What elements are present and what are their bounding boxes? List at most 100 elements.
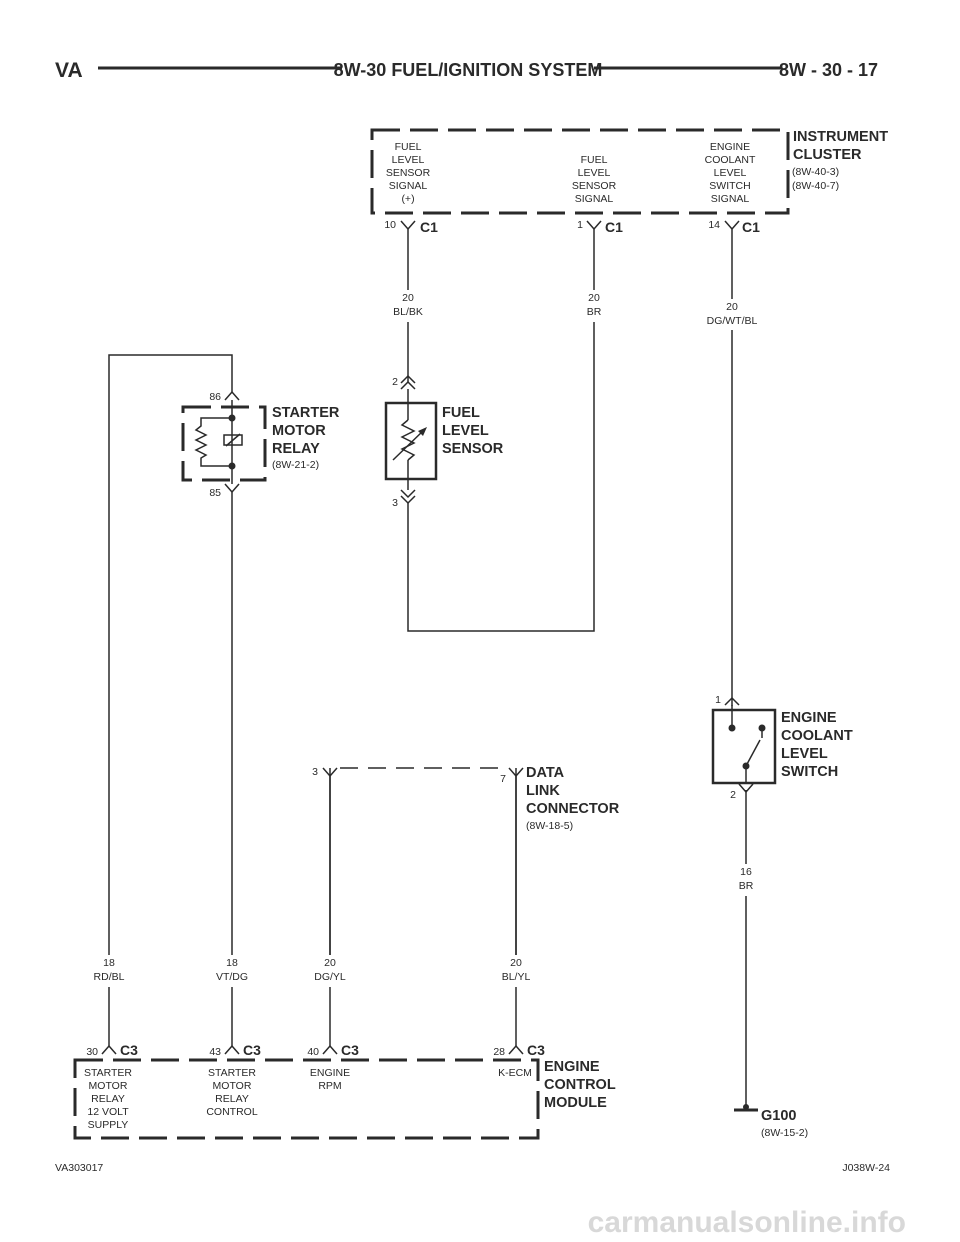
ecm-pin-40: 40 C3 <box>307 1042 359 1058</box>
relay-boundary <box>181 405 267 482</box>
svg-text:(8W-18-5): (8W-18-5) <box>526 820 573 832</box>
svg-text:20: 20 <box>726 301 738 313</box>
instrument-cluster-signal-3: ENGINE COOLANT LEVEL SWITCH SIGNAL <box>705 141 756 205</box>
svg-text:STARTER: STARTER <box>208 1067 256 1079</box>
svg-text:RPM: RPM <box>318 1080 341 1092</box>
svg-text:LINK: LINK <box>526 783 560 799</box>
svg-text:(8W-15-2): (8W-15-2) <box>761 1127 808 1139</box>
svg-text:BL/YL: BL/YL <box>502 971 531 983</box>
svg-text:SIGNAL: SIGNAL <box>575 193 614 205</box>
svg-text:FUEL: FUEL <box>442 405 480 421</box>
instrument-cluster-ref-1: (8W-40-3) <box>792 166 839 178</box>
svg-text:SWITCH: SWITCH <box>781 764 838 780</box>
header-page-number: 8W - 30 - 17 <box>779 60 878 80</box>
instrument-cluster-name-1: INSTRUMENT <box>793 129 888 145</box>
svg-text:C3: C3 <box>243 1042 261 1058</box>
connector-male-symbol <box>724 696 740 706</box>
starter-motor-relay: 86 85 STARTER MOTOR RELAY (8W-21-2) <box>181 390 340 499</box>
connector-male-symbol <box>322 1044 338 1055</box>
instrument-cluster-ref-2: (8W-40-7) <box>792 180 839 192</box>
connector-male-symbol <box>400 374 416 384</box>
svg-text:SUPPLY: SUPPLY <box>88 1119 129 1131</box>
svg-text:C1: C1 <box>420 219 438 235</box>
svg-text:ENGINE: ENGINE <box>710 141 750 153</box>
wire-dg-wt-bl: 20 DG/WT/BL <box>707 229 758 706</box>
svg-text:MODULE: MODULE <box>544 1095 607 1111</box>
wire-br-ground: 16 BR <box>739 790 754 1108</box>
svg-text:FUEL: FUEL <box>395 141 422 153</box>
svg-text:SENSOR: SENSOR <box>572 180 617 192</box>
svg-text:SIGNAL: SIGNAL <box>711 193 750 205</box>
svg-text:BR: BR <box>739 880 754 892</box>
svg-text:C3: C3 <box>120 1042 138 1058</box>
wire-br-fuel: 20 BR <box>407 229 602 632</box>
svg-text:86: 86 <box>209 391 221 403</box>
svg-text:MOTOR: MOTOR <box>89 1080 128 1092</box>
svg-text:(+): (+) <box>401 193 414 205</box>
engine-coolant-level-switch: 1 2 ENGINE COOLANT LEVEL SWITCH <box>711 694 853 801</box>
svg-text:RELAY: RELAY <box>91 1093 125 1105</box>
instrument-cluster-pin-14: 14 C1 <box>708 219 760 235</box>
svg-text:30: 30 <box>86 1046 98 1058</box>
svg-text:MOTOR: MOTOR <box>213 1080 252 1092</box>
svg-text:STARTER: STARTER <box>272 405 340 421</box>
footer-right: J038W-24 <box>842 1162 890 1174</box>
footer-left: VA303017 <box>55 1162 103 1174</box>
engine-control-module: ENGINE CONTROL MODULE 30 C3 43 C3 40 C3 … <box>73 1042 616 1140</box>
connector-female-symbol <box>224 483 240 494</box>
svg-text:G100: G100 <box>761 1108 796 1124</box>
ecm-signal-1: STARTER MOTOR RELAY 12 VOLT SUPPLY <box>84 1067 132 1131</box>
ecm-pin-30: 30 C3 <box>86 1042 138 1058</box>
svg-text:LEVEL: LEVEL <box>714 167 747 179</box>
instrument-cluster-signal-1: FUEL LEVEL SENSOR SIGNAL (+) <box>386 141 431 205</box>
svg-text:SENSOR: SENSOR <box>386 167 431 179</box>
svg-text:FUEL: FUEL <box>581 154 608 166</box>
svg-text:18: 18 <box>226 957 238 969</box>
ecm-signal-2: STARTER MOTOR RELAY CONTROL <box>206 1067 257 1118</box>
svg-text:C3: C3 <box>341 1042 359 1058</box>
svg-text:C1: C1 <box>605 219 623 235</box>
svg-text:DG/YL: DG/YL <box>314 971 346 983</box>
svg-text:3: 3 <box>312 766 318 778</box>
svg-text:MOTOR: MOTOR <box>272 423 326 439</box>
wire-bl-bk: 20 BL/BK <box>393 229 423 383</box>
svg-text:43: 43 <box>209 1046 221 1058</box>
svg-text:ENGINE: ENGINE <box>781 710 837 726</box>
svg-text:2: 2 <box>730 789 736 801</box>
svg-text:CONNECTOR: CONNECTOR <box>526 801 620 817</box>
ecm-pin-43: 43 C3 <box>209 1042 261 1058</box>
svg-text:C1: C1 <box>742 219 760 235</box>
svg-text:40: 40 <box>307 1046 319 1058</box>
svg-text:C3: C3 <box>527 1042 545 1058</box>
svg-text:LEVEL: LEVEL <box>442 423 489 439</box>
ecm-signal-4: K-ECM <box>498 1067 532 1079</box>
connector-female-symbol <box>586 220 602 231</box>
connector-male-symbol <box>101 1044 117 1055</box>
instrument-cluster-pin-1: 1 C1 <box>577 219 623 235</box>
svg-text:20: 20 <box>510 957 522 969</box>
connector-female-symbol <box>400 220 416 231</box>
svg-text:10: 10 <box>384 219 396 231</box>
svg-text:ENGINE: ENGINE <box>310 1067 350 1079</box>
svg-text:DG/WT/BL: DG/WT/BL <box>707 315 758 327</box>
svg-text:SENSOR: SENSOR <box>442 441 504 457</box>
connector-male-symbol <box>224 390 240 401</box>
svg-text:VT/DG: VT/DG <box>216 971 248 983</box>
svg-text:LEVEL: LEVEL <box>781 746 828 762</box>
svg-text:ENGINE: ENGINE <box>544 1059 600 1075</box>
svg-text:18: 18 <box>103 957 115 969</box>
svg-text:DATA: DATA <box>526 765 565 781</box>
svg-text:SIGNAL: SIGNAL <box>389 180 428 192</box>
connector-female-symbol <box>400 495 416 505</box>
svg-text:14: 14 <box>708 219 720 231</box>
svg-text:1: 1 <box>577 219 583 231</box>
svg-text:SWITCH: SWITCH <box>709 180 750 192</box>
svg-text:COOLANT: COOLANT <box>781 728 853 744</box>
svg-text:20: 20 <box>402 292 414 304</box>
instrument-cluster-boundary <box>370 128 790 215</box>
header-title: 8W-30 FUEL/IGNITION SYSTEM <box>334 60 603 80</box>
svg-text:85: 85 <box>209 487 221 499</box>
svg-text:20: 20 <box>588 292 600 304</box>
ecm-signal-3: ENGINE RPM <box>310 1067 350 1092</box>
